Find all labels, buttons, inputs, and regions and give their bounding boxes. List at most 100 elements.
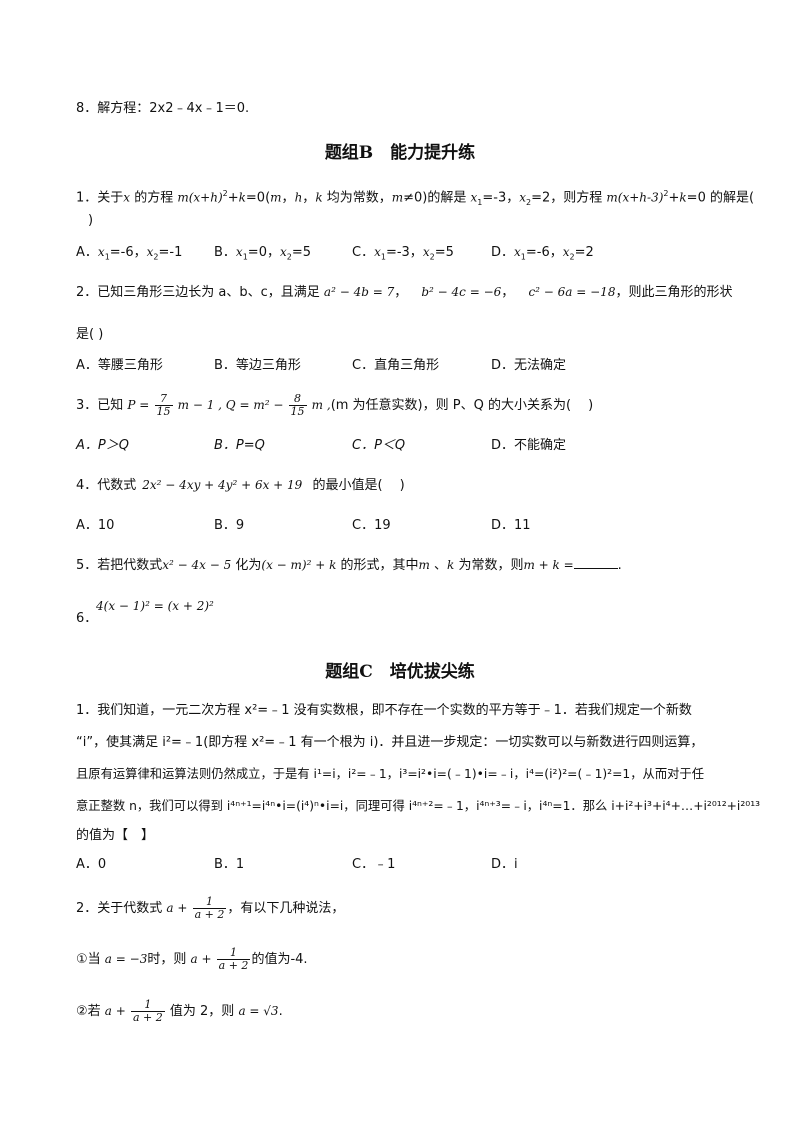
frac-num: 1 bbox=[192, 896, 227, 909]
q-sub: 1 bbox=[380, 252, 386, 262]
option-c[interactable]: C．P＜Q bbox=[352, 438, 406, 453]
option-text: =-6， bbox=[109, 245, 147, 260]
option-text: =0， bbox=[247, 245, 280, 260]
q-math: m − 1 , Q = m² − bbox=[177, 398, 284, 412]
q-math: m + k = bbox=[523, 558, 574, 572]
q-math: h bbox=[294, 190, 303, 205]
q-sub: 2 bbox=[286, 252, 292, 262]
q-sub: 1 bbox=[477, 197, 483, 207]
option-letter: B． bbox=[214, 245, 236, 260]
option-letter: D． bbox=[491, 245, 515, 260]
option-text: =-3， bbox=[385, 245, 423, 260]
option-d[interactable]: D．无法确定 bbox=[491, 358, 567, 373]
q-math: x² − 4x − 5 bbox=[162, 558, 232, 572]
option-a[interactable]: A．0 bbox=[76, 857, 107, 872]
q-text: + bbox=[227, 190, 239, 206]
question-b2: 2．已知三角形三边长为 a、b、c，且满足 a² − 4b = 7， b² − … bbox=[76, 283, 732, 302]
question-b6-number: 6． bbox=[76, 611, 98, 626]
q-text: ①当 bbox=[76, 952, 101, 967]
q-math: x bbox=[514, 245, 521, 259]
option-letter: A． bbox=[76, 245, 98, 260]
option-text: =5 bbox=[291, 245, 312, 260]
q-text: =0 的解是( bbox=[686, 190, 755, 206]
option-text: =-1 bbox=[158, 245, 183, 260]
q-math: x bbox=[146, 245, 154, 259]
q-text: . bbox=[278, 1004, 283, 1019]
q-text: ， bbox=[281, 190, 295, 206]
question-b1: 1．关于x 的方程 m(x+h)2+k=0(m，h，k 均为常数，m≠0)的解是… bbox=[76, 185, 754, 212]
question-b2-line2: 是( ) bbox=[76, 327, 104, 342]
q-text: ≠0)的解是 bbox=[403, 190, 471, 206]
option-d[interactable]: D．不能确定 bbox=[491, 438, 567, 453]
option-b[interactable]: B．P=Q bbox=[214, 438, 265, 453]
q-math: m , bbox=[311, 398, 331, 412]
option-b[interactable]: B．9 bbox=[214, 518, 245, 533]
option-d[interactable]: D．i bbox=[491, 857, 518, 872]
frac-num: 1 bbox=[216, 947, 251, 960]
question-b8: 8．解方程：2x2﹣4x﹣1＝0. bbox=[76, 101, 250, 116]
option-d[interactable]: D．11 bbox=[491, 518, 531, 533]
frac-num: 1 bbox=[130, 999, 165, 1012]
q-sub: 2 bbox=[429, 252, 435, 262]
q-math: x bbox=[519, 190, 527, 205]
q-text: 2．已知三角形三边长为 a、b、c，且满足 bbox=[76, 285, 320, 300]
option-c[interactable]: C．直角三角形 bbox=[352, 358, 440, 373]
option-b[interactable]: B．等边三角形 bbox=[214, 358, 301, 373]
answer-blank[interactable] bbox=[573, 556, 618, 569]
q-math: a + bbox=[166, 901, 188, 915]
group-b-title: 题组B 能力提升练 bbox=[324, 143, 476, 163]
q-text: (m 为任意实数)，则 P、Q 的大小关系为( ) bbox=[330, 398, 594, 413]
q-text: 的最小值是( ) bbox=[308, 478, 405, 493]
option-a[interactable]: A．x1=-6，x2=-1 bbox=[76, 243, 182, 267]
q-sub: 1 bbox=[104, 252, 110, 262]
frac-den: a + 2 bbox=[132, 1011, 163, 1024]
option-a[interactable]: A．等腰三角形 bbox=[76, 358, 163, 373]
option-b[interactable]: B．x1=0，x2=5 bbox=[214, 243, 311, 267]
q-sub: 2 bbox=[153, 252, 159, 262]
option-letter: C． bbox=[352, 245, 375, 260]
option-c[interactable]: C．19 bbox=[352, 518, 391, 533]
q-text: 均为常数， bbox=[322, 190, 392, 206]
q-text: + bbox=[668, 190, 680, 206]
option-d[interactable]: D．x1=-6，x2=2 bbox=[491, 243, 594, 267]
q-text: 3．已知 bbox=[76, 398, 124, 413]
q-math: x bbox=[562, 245, 570, 259]
option-c[interactable]: C．﹣1 bbox=[352, 857, 396, 872]
q-math: b² − 4c = −6 bbox=[421, 285, 502, 299]
option-a[interactable]: A．10 bbox=[76, 518, 115, 533]
option-a[interactable]: A．P＞Q bbox=[76, 438, 129, 453]
frac-den: 15 bbox=[156, 405, 171, 418]
q-text: ，则此三角形的形状 bbox=[615, 285, 733, 300]
frac-num: 7 bbox=[154, 393, 173, 406]
frac-den: 15 bbox=[290, 405, 305, 418]
q-text: =-3， bbox=[482, 190, 520, 206]
q-text: 为常数，则 bbox=[454, 558, 524, 573]
q-text: ， bbox=[302, 190, 316, 206]
option-text: =2 bbox=[574, 245, 594, 260]
q-text: 4．代数式 bbox=[76, 478, 137, 493]
q-math: x bbox=[422, 245, 430, 259]
q-math: m bbox=[270, 190, 282, 205]
q-math: a + bbox=[104, 1004, 126, 1018]
q-math: m bbox=[418, 558, 430, 572]
q-math: m(x+h-3) bbox=[606, 190, 664, 205]
option-b[interactable]: B．1 bbox=[214, 857, 245, 872]
q-math: 4(x − 1)² = (x + 2)² bbox=[96, 599, 214, 613]
q-text: ， bbox=[394, 285, 408, 300]
option-c[interactable]: C．x1=-3，x2=5 bbox=[352, 243, 454, 267]
option-text: =-6， bbox=[525, 245, 563, 260]
q-sub: 2 bbox=[569, 252, 575, 262]
question-c1-line2: “i”，使其满足 i²=﹣1(即方程 x²=﹣1 有一个根为 i)．并且进一步规… bbox=[76, 735, 704, 750]
q-text: . bbox=[617, 558, 622, 573]
question-b5: 5．若把代数式x² − 4x − 5 化为(x − m)² + k 的形式，其中… bbox=[76, 556, 622, 575]
